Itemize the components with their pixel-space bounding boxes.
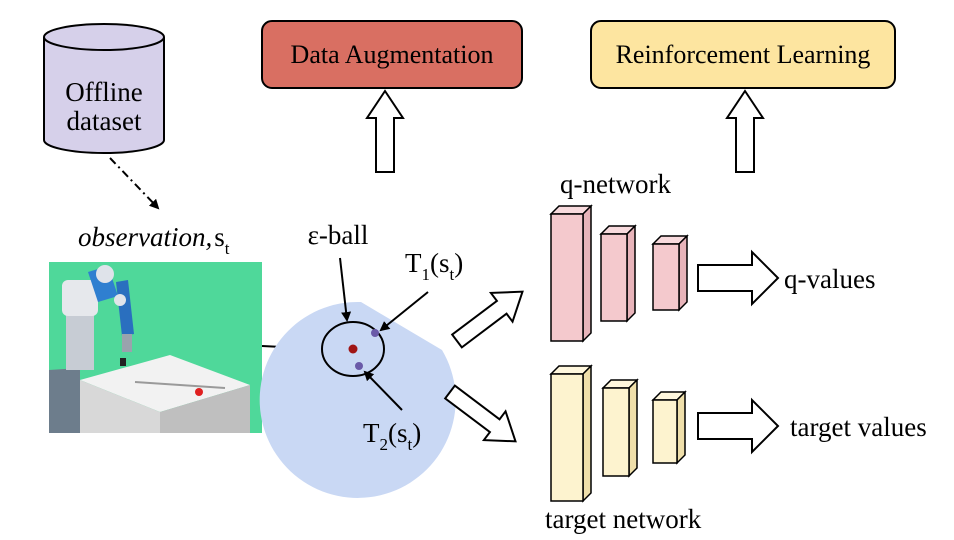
augmented-point-t1 — [371, 329, 379, 337]
state-center-point — [348, 344, 358, 354]
data-augmentation-box: Data Augmentation — [261, 20, 523, 89]
augmentation-region — [259, 301, 456, 498]
q-network-label: q-network — [560, 169, 671, 199]
target-network-label: target network — [545, 504, 702, 534]
t1-pointer — [379, 291, 429, 332]
dataset-to-observation-arrow — [109, 157, 160, 210]
q-network-layer-3 — [651, 234, 689, 312]
target-network-layer-1 — [549, 364, 593, 503]
arrow-to-target-network-icon — [443, 384, 517, 443]
augmented-point-t2 — [355, 362, 363, 370]
reinforcement-learning-box: Reinforcement Learning — [590, 20, 896, 89]
dataset-label-line1: Offline — [65, 77, 142, 107]
epsilon-ball-circle — [321, 321, 385, 377]
database-cylinder-icon: Offline dataset — [43, 23, 165, 154]
target-values-label: target values — [790, 412, 927, 442]
dataset-label-line2: dataset — [67, 106, 142, 136]
q-values-label: q-values — [784, 264, 875, 294]
data-augmentation-rect — [261, 20, 523, 89]
robot-arm-scene-image — [49, 262, 262, 433]
t1-label: T1(st) — [405, 248, 463, 284]
target-network-layer-2 — [601, 378, 639, 478]
reinforcement-learning-label: Reinforcement Learning — [616, 40, 871, 69]
epsilon-ball-pointer — [339, 257, 352, 322]
t2-label: T2(st) — [363, 418, 421, 454]
arrow-to-q-values-icon — [697, 249, 780, 307]
q-network-layer-1 — [549, 204, 593, 343]
up-arrow-rl-icon — [725, 89, 765, 173]
arrow-to-q-network-icon — [450, 290, 524, 349]
target-network-layer-3 — [651, 390, 687, 465]
up-arrow-augmentation-icon — [365, 89, 405, 173]
reinforcement-learning-rect — [590, 20, 896, 89]
q-network-layer-2 — [599, 224, 637, 323]
arrow-to-target-values-icon — [697, 397, 780, 455]
observation-label: observation,st — [78, 222, 230, 258]
data-augmentation-label: Data Augmentation — [291, 40, 494, 69]
t2-pointer — [363, 370, 403, 411]
epsilon-ball-label: ε-ball — [308, 220, 369, 250]
